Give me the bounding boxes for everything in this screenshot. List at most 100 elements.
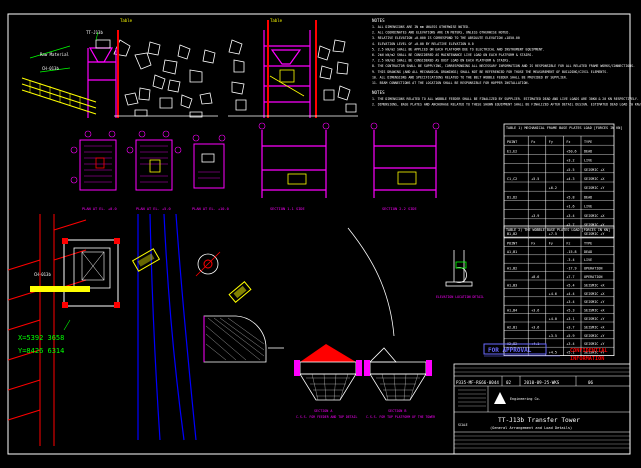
table-cell: SEISMIC +X — [584, 177, 605, 181]
inclined-conveyor — [21, 77, 97, 115]
notes-heading-2: NOTES — [372, 90, 385, 95]
table-cell: +1.6 — [566, 205, 574, 209]
table-cell: DEAD — [584, 195, 592, 199]
table-tag-right: Table — [270, 18, 283, 23]
table-cell: SEISMIC +Y — [584, 232, 604, 236]
coord-y: Y=8426 6314 — [18, 347, 64, 355]
elevation-tower-view: Raw Material CH-013b TT-J13b Table — [21, 18, 218, 118]
table-cell: +3.6 — [531, 309, 539, 313]
table-cell: SEISMIC +Y — [584, 351, 604, 355]
issue-date: 2010-09-25-WKS — [524, 380, 560, 385]
table-cell: D1,D2 — [507, 195, 517, 199]
drawing-number: P335-MF-RG66-0044 — [456, 380, 499, 385]
table-cell: A1,B1 — [507, 250, 517, 254]
table-cell: LIVE — [584, 258, 592, 262]
for-approval-text: FOR APPROVAL — [488, 347, 532, 354]
table-cell: +6.2 — [549, 186, 557, 190]
note-line: 3. RELATIVE ELEVATION +0.000 IS CORRESPO… — [372, 36, 520, 40]
note-line: 4. ELEVATION LEVEL OF +0.00 BY RELATIVE … — [372, 42, 474, 46]
table-cell: SEISMIC +X — [584, 214, 605, 218]
note-line: 1. THE DIMENSIONS RELATED TO ALL WOBBLE … — [372, 97, 639, 101]
table-cell: +5.1 — [566, 351, 574, 355]
table-title: TABLE 1) MECHANICAL FRAME BASE PLATES LO… — [506, 126, 622, 130]
tt-j13b-tag: TT-J13b — [86, 30, 103, 35]
table-header: TYPE — [584, 140, 592, 144]
table-cell: SEISMIC +Y — [584, 223, 604, 227]
table-cell: SEISMIC +Y — [584, 186, 604, 190]
table-cell: C1,C2 — [507, 177, 517, 181]
note-line: 7. 2.5 kN/m2 SHALL BE CONSIDERED AS DUST… — [372, 59, 510, 63]
table-cell: +4.5 — [549, 351, 557, 355]
plan-label: SECTION 2-2 SIDE — [382, 207, 417, 211]
table-header: Fx — [531, 241, 535, 245]
table-cell: +3.4 — [566, 342, 574, 346]
plan-label: SECTION 1-1 SIDE — [270, 207, 305, 211]
confidential-line-2: INFORMATION — [570, 356, 604, 362]
plan-label: PLAN AT EL. +0.0 — [82, 207, 117, 211]
table-tag: Table — [120, 18, 133, 23]
table-cell: OPERATION — [584, 267, 602, 271]
drawing-subtitle: (General Arrangement and Load Details) — [490, 426, 572, 430]
notes-heading: NOTES — [372, 18, 385, 23]
table-cell: +5.8 — [566, 195, 574, 199]
table-cell: +50.6 — [566, 149, 576, 153]
section-b-label: SECTION B — [388, 409, 406, 413]
revision: 02 — [506, 380, 512, 385]
table-cell: SEISMIC +Y — [584, 334, 604, 338]
table-cell: SEISMIC +X — [584, 283, 605, 287]
table-title: TABLE 2) THE WOBBLE BASE PLATES LOAD [FO… — [506, 228, 610, 232]
table-cell: +5.5 — [566, 168, 574, 172]
note-line: 6. 2kN kN/m2 SHALL BE CONSIDERED AS MAIN… — [372, 53, 533, 57]
mid-details: ELEVATION LOCATION DETAIL — [195, 227, 484, 363]
ch-013b-tag: CH-013b — [42, 66, 59, 71]
note-line: 10. ALL DIMENSIONS AND SPECIFICATIONS RE… — [372, 75, 568, 79]
general-notes: NOTES 1. ALL DIMENSIONS ARE IN mm UNLESS… — [372, 18, 641, 107]
table-cell: +3.2 — [566, 159, 574, 163]
title-block: P335-MF-RG66-0044 02 2010-09-25-WKS 06 E… — [453, 363, 631, 455]
table-cell: SEISMIC +X — [584, 168, 605, 172]
coord-x: X=5392 3658 — [18, 334, 64, 342]
table-cell: +3.1 — [566, 317, 574, 321]
table-cell: LIVE — [584, 205, 592, 209]
table-cell: -17.9 — [566, 267, 576, 271]
note-line: 2. ALL COORDINATES AND ELEVATIONS ARE IN… — [372, 31, 510, 35]
table-cell: +5.9 — [566, 334, 574, 338]
note-line: 11. BEAM CONNECTIONS AT THE LOCATION SHA… — [372, 81, 529, 85]
note-line: 2. DIMENSIONS, BASE PLATES AND ANCHORAGE… — [372, 103, 641, 107]
table-cell: SEISMIC +Y — [584, 342, 604, 346]
table-header: TYPE — [584, 241, 592, 245]
table-cell: E1,E2 — [507, 149, 517, 153]
plan-label: PLAN AT EL. +10.0 — [192, 207, 229, 211]
plan-views: PLAN AT EL. +0.0 PLAN AT EL. +5.0 PLAN AT … — [70, 122, 440, 211]
table-cell: +3.5 — [549, 334, 557, 338]
table-cell: SEISMIC +X — [584, 309, 605, 313]
table-cell: B1,B2 — [507, 232, 517, 236]
drawing-title: TT-J13b Transfer Tower — [498, 417, 580, 424]
table-cell: A1,B3 — [507, 283, 517, 287]
table-cell: -3.4 — [566, 258, 574, 262]
drawing-border — [7, 13, 631, 455]
table-cell: +8.6 — [531, 275, 539, 279]
plan-label: PLAN AT EL. +5.0 — [136, 207, 171, 211]
table-cell: +4.3 — [566, 177, 574, 181]
table-cell: SEISMIC +X — [584, 292, 605, 296]
table-cell: +4.0 — [549, 317, 557, 321]
table-cell: +2.7 — [566, 223, 574, 227]
approval-stamp: FOR APPROVAL CONFIDENTIAL INFORMATION — [483, 343, 607, 362]
note-line: 9. THIS DRAWING (AND ALL MECHANICAL DRAW… — [372, 70, 608, 74]
table-header: POINT — [507, 241, 517, 245]
elevation-detail-label: ELEVATION LOCATION DETAIL — [436, 295, 484, 299]
table-header: Fz — [566, 140, 570, 144]
ch-013b-lower-tag: CH-013b — [34, 272, 51, 277]
table-cell: +5.5 — [531, 177, 539, 181]
table-cell: SEISMIC +Y — [584, 317, 604, 321]
table-header: POINT — [507, 140, 517, 144]
confidential-line-1: CONFIDENTIAL — [570, 348, 607, 354]
section-a-sub: C.S.S. FOR FEEDER AND TOP DETAIL — [296, 415, 357, 419]
table-cell: +7.7 — [566, 275, 574, 279]
site-plan-lower: CH-013b X=5392 3658 Y=8426 6314 — [7, 213, 197, 446]
hopper-elevation — [87, 47, 117, 118]
table-cell: +4.6 — [549, 292, 557, 296]
table-cell: A1,B4 — [507, 309, 517, 313]
